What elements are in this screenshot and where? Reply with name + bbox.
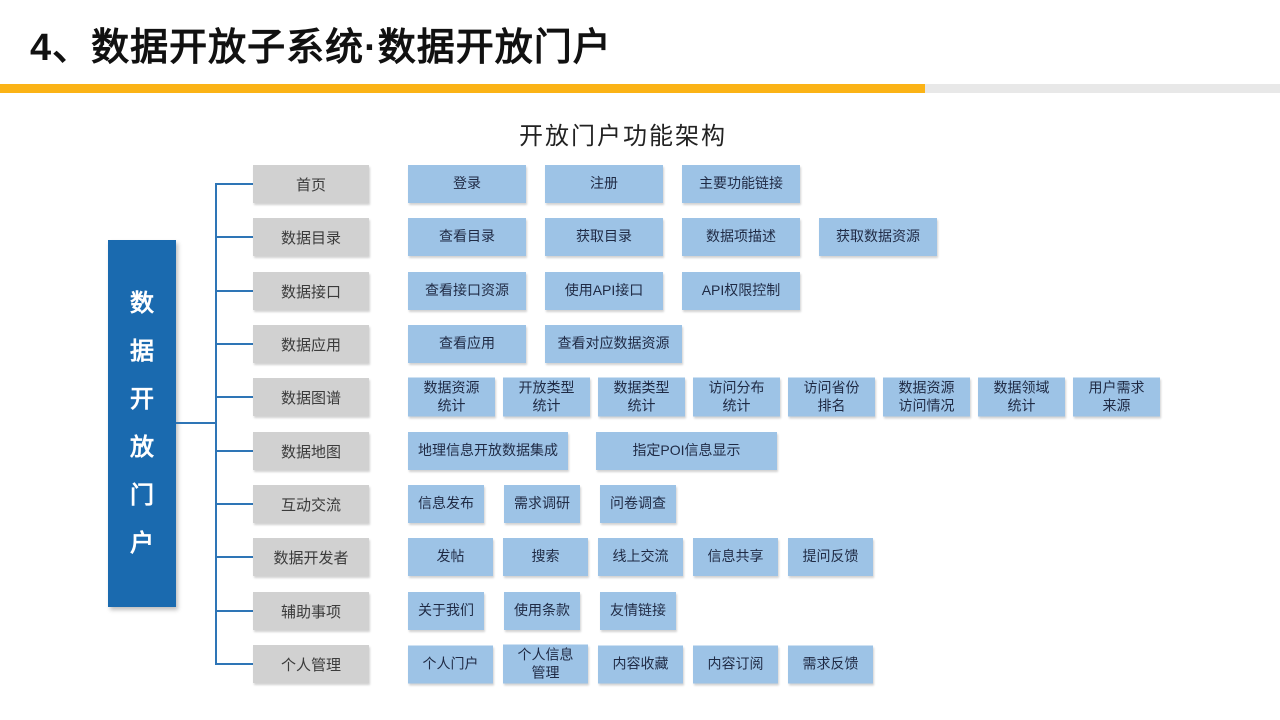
feature-node: 查看目录 [408,218,526,256]
category-node: 数据目录 [253,218,369,256]
root-node-char: 据 [130,337,154,365]
branch-line [215,610,253,612]
root-node-char: 开 [130,385,154,413]
feature-node: 信息共享 [693,538,778,576]
feature-row: 查看接口资源使用API接口 API权限控制 [408,272,800,310]
category-node: 互动交流 [253,485,369,523]
category-node: 辅助事项 [253,592,369,630]
feature-node: 数据资源 统计 [408,377,495,417]
feature-row: 数据资源 统计开放类型 统计数据类型 统计访问分布 统计访问省份 排名数据资源 … [408,377,1160,417]
feature-node: 关于我们 [408,592,484,630]
root-connector-line [176,422,217,424]
category-node: 数据地图 [253,432,369,470]
branch-line [215,663,253,665]
feature-node: 开放类型 统计 [503,377,590,417]
feature-node: 使用API接口 [545,272,663,310]
feature-node: 访问省份 排名 [788,377,875,417]
feature-node: 用户需求 来源 [1073,377,1160,417]
feature-row: 查看目录获取目录数据项描述获取数据资源 [408,218,937,256]
feature-node: 注册 [545,165,663,203]
feature-node: 地理信息开放数据集成 [408,432,568,470]
feature-node: 个人信息 管理 [503,644,588,684]
feature-node: 个人门户 [408,645,493,683]
category-node: 数据应用 [253,325,369,363]
page-title-number: 4、 [30,27,92,69]
feature-row: 关于我们使用条款友情链接 [408,592,676,630]
feature-node: 查看接口资源 [408,272,526,310]
feature-node: 获取目录 [545,218,663,256]
feature-node: 内容收藏 [598,645,683,683]
category-node: 数据图谱 [253,378,369,416]
feature-node: 主要功能链接 [682,165,800,203]
page-title-text: 数据开放子系统·数据开放门户 [91,27,612,69]
feature-node: 需求反馈 [788,645,873,683]
category-node: 个人管理 [253,645,369,683]
feature-node: 问卷调查 [600,485,676,523]
branch-line [215,503,253,505]
feature-node: 查看应用 [408,325,526,363]
feature-row: 地理信息开放数据集成指定POI信息显示 [408,432,777,470]
feature-node: 使用条款 [504,592,580,630]
feature-row: 发帖搜索线上交流信息共享提问反馈 [408,538,873,576]
feature-node: 数据类型 统计 [598,377,685,417]
root-node-char: 数 [130,289,154,317]
feature-node: 指定POI信息显示 [596,432,777,470]
feature-row: 登录注册主要功能链接 [408,165,800,203]
feature-node: 友情链接 [600,592,676,630]
feature-node: 查看对应数据资源 [545,325,682,363]
feature-node: 提问反馈 [788,538,873,576]
feature-row: 个人门户个人信息 管理内容收藏内容订阅需求反馈 [408,644,873,684]
category-node: 数据接口 [253,272,369,310]
root-node-char: 门 [130,481,154,509]
feature-node: 数据项描述 [682,218,800,256]
branch-line [215,450,253,452]
branch-line [215,290,253,292]
feature-node: 搜索 [503,538,588,576]
category-node: 数据开发者 [253,538,369,576]
category-node: 首页 [253,165,369,203]
feature-node: 数据资源 访问情况 [883,377,970,417]
feature-node: 获取数据资源 [819,218,937,256]
root-node-char: 户 [130,529,154,557]
feature-node: 数据领域 统计 [978,377,1065,417]
feature-node: 线上交流 [598,538,683,576]
diagram-title: 开放门户功能架构 [519,123,727,150]
feature-row: 查看应用查看对应数据资源 [408,325,682,363]
feature-node: 发帖 [408,538,493,576]
feature-row: 信息发布需求调研问卷调查 [408,485,676,523]
feature-node: 内容订阅 [693,645,778,683]
branch-line [215,556,253,558]
root-node-char: 放 [130,433,154,461]
feature-node: 信息发布 [408,485,484,523]
root-node-data-open-portal: 数据开放门户 [108,240,176,607]
feature-node: 登录 [408,165,526,203]
page-title: 4、数据开放子系统·数据开放门户 [30,16,612,71]
feature-node: 访问分布 统计 [693,377,780,417]
accent-bar-gray [925,84,1280,93]
branch-line [215,396,253,398]
accent-bar-yellow [0,84,925,93]
branch-line [215,236,253,238]
branch-line [215,183,253,185]
branch-line [215,343,253,345]
feature-node: API权限控制 [682,272,800,310]
feature-node: 需求调研 [504,485,580,523]
